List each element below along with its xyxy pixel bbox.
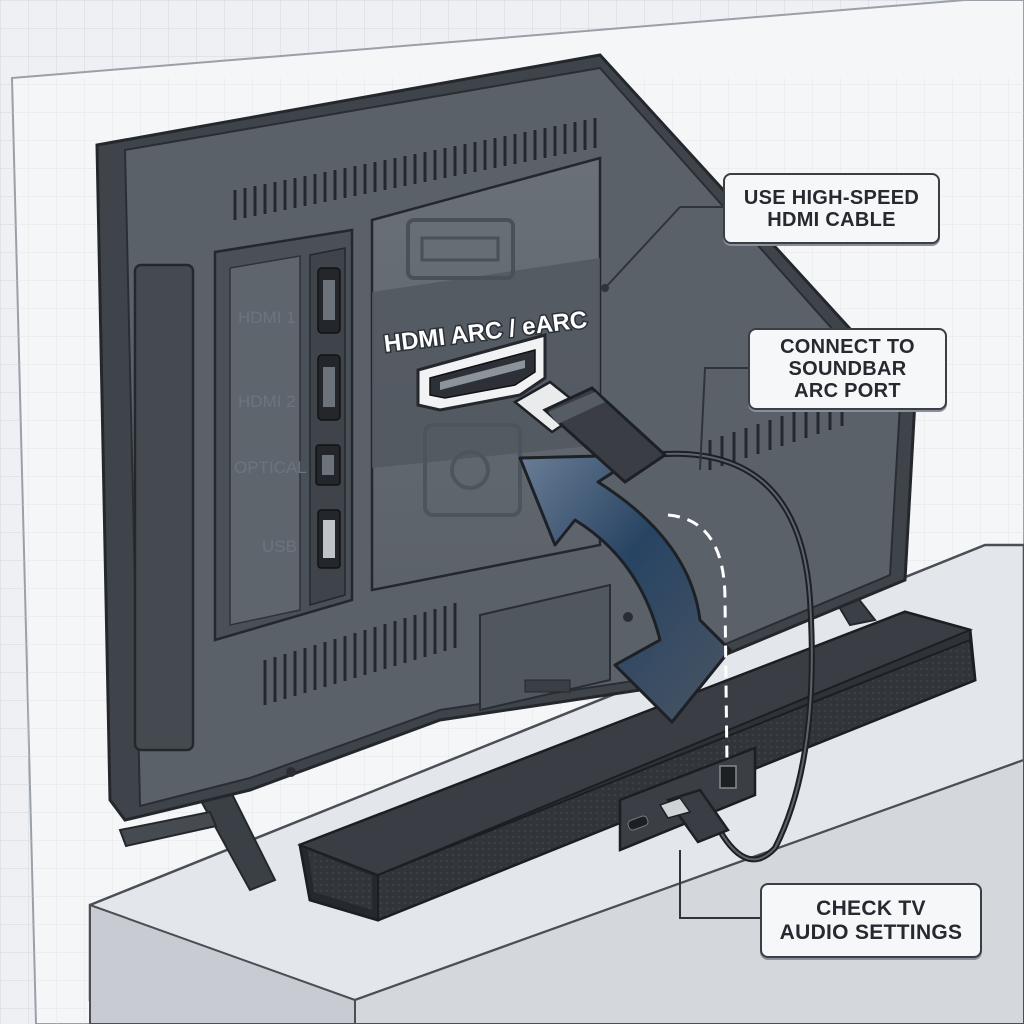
top-vent: [233, 118, 597, 220]
hdmi-plug-icon: [512, 380, 668, 484]
callout-line: ARC PORT: [794, 380, 901, 402]
callout-high-speed-cable: USE HIGH-SPEED HDMI CABLE: [723, 173, 940, 244]
port-label-optical: OPTICAL: [234, 458, 307, 477]
callout-line: HDMI CABLE: [767, 208, 896, 231]
callout-connect-soundbar: CONNECT TO SOUNDBAR ARC PORT: [748, 328, 947, 410]
port-label-usb: USB: [262, 537, 297, 556]
callout-line: USE HIGH-SPEED: [743, 186, 920, 209]
hdmi-plug-icon: [658, 788, 730, 844]
soundbar: [297, 610, 977, 922]
usb-port-icon: [317, 509, 341, 569]
optical-port-icon: [315, 444, 341, 486]
port-label-hdmi1: HDMI 1: [238, 308, 296, 327]
bottom-vent: [263, 603, 457, 705]
curved-arrow-icon: [518, 453, 732, 724]
hdmi-port-icon: [317, 267, 341, 334]
callout-line: CHECK TV: [816, 896, 926, 920]
hdmi-port-icon: [416, 333, 547, 412]
callout-check-audio-settings: CHECK TV AUDIO SETTINGS: [760, 883, 982, 958]
leader-lines: [601, 206, 760, 919]
callout-line: CONNECT TO: [780, 336, 915, 358]
port-label-hdmi2: HDMI 2: [238, 392, 296, 411]
side-handle: [133, 263, 195, 752]
hdmi-port-icon: [317, 354, 341, 421]
side-port-panel: HDMI 1 HDMI 2 OPTICAL USB: [213, 228, 354, 642]
callout-line: SOUNDBAR: [788, 358, 907, 380]
hdmi-cable: [647, 450, 815, 863]
callout-line: AUDIO SETTINGS: [779, 920, 963, 944]
